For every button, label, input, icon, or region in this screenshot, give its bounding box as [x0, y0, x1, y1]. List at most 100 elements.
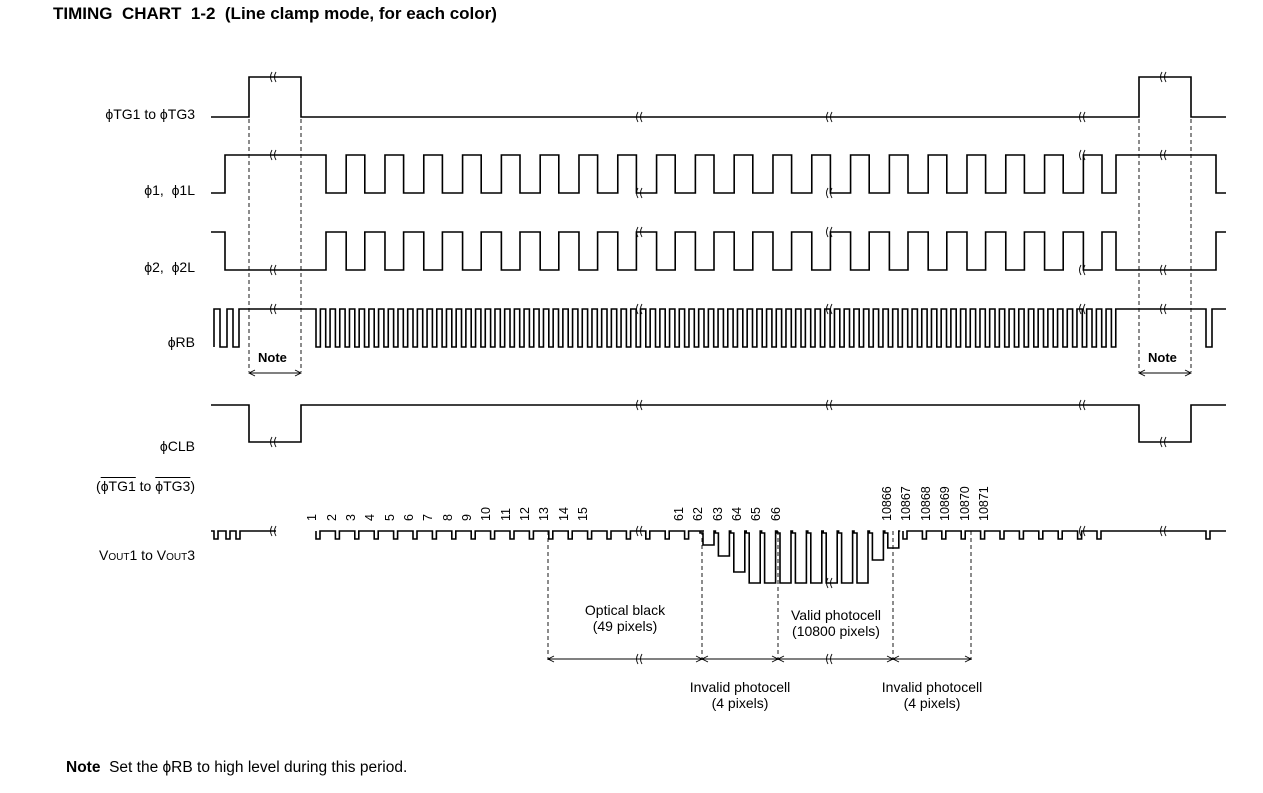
break-mark-10-a — [636, 399, 639, 411]
clb-waveform — [211, 404, 1226, 443]
rb-waveform — [213, 308, 1226, 348]
vout-waveform-start — [211, 530, 276, 540]
signal-label-phi2: ϕ2, ϕ2L — [144, 259, 195, 275]
pixel-number: 66 — [769, 507, 783, 521]
pixel-number: 62 — [691, 507, 705, 521]
pixel-number: 1 — [305, 514, 319, 521]
break-mark-19-a — [826, 653, 829, 665]
break-mark-16-b — [830, 303, 833, 315]
note-label-left: Note — [258, 350, 287, 365]
signal-label-tg: ϕTG1 to ϕTG3 — [105, 106, 195, 122]
pixel-number: 63 — [711, 507, 725, 521]
break-mark-4-b — [274, 436, 277, 448]
break-mark-21-a — [1079, 149, 1082, 161]
valid-arrow-head-left — [776, 655, 785, 663]
vout-waveform-ob — [315, 530, 704, 540]
break-mark-6-a — [636, 111, 639, 123]
break-mark-18-a — [826, 577, 829, 589]
break-mark-20-a — [1079, 111, 1082, 123]
pixel-number: 64 — [730, 507, 744, 521]
pixel-number: 14 — [557, 507, 571, 521]
break-mark-17-b — [830, 399, 833, 411]
pixel-number: 13 — [537, 507, 551, 521]
break-mark-9-a — [636, 303, 639, 315]
break-mark-16-a — [826, 303, 829, 315]
break-mark-17-a — [826, 399, 829, 411]
break-mark-7-b — [640, 187, 643, 199]
break-mark-28-b — [1164, 264, 1167, 276]
pixel-number: 65 — [749, 507, 763, 521]
pixel-number: 3 — [344, 514, 358, 521]
break-mark-29-a — [1160, 303, 1163, 315]
break-mark-25-a — [1079, 525, 1082, 537]
break-mark-25-b — [1083, 525, 1086, 537]
invalid-left-arrow-head-left — [700, 655, 709, 663]
break-mark-20-b — [1083, 111, 1086, 123]
break-mark-15-b — [830, 226, 833, 238]
note-label-right: Note — [1148, 350, 1177, 365]
pixel-number: 15 — [576, 507, 590, 521]
signal-label-vout: VOUT1 to VOUT3 — [99, 547, 195, 563]
break-mark-24-a — [1079, 399, 1082, 411]
break-mark-31-b — [1164, 525, 1167, 537]
invalid-right-arrow-head-right — [964, 655, 973, 663]
break-mark-9-b — [640, 303, 643, 315]
pixel-number: 11 — [499, 508, 513, 521]
pixel-number: 2 — [325, 514, 339, 521]
break-mark-12-b — [640, 653, 643, 665]
break-mark-30-b — [1164, 436, 1167, 448]
invalid-right-arrow-head-left — [891, 655, 900, 663]
break-mark-22-b — [1083, 264, 1086, 276]
vout-waveform-valid — [699, 530, 901, 584]
pixel-number: 10871 — [977, 486, 991, 521]
pixel-number: 4 — [363, 514, 377, 521]
break-mark-26-b — [1164, 71, 1167, 83]
break-mark-1-b — [274, 149, 277, 161]
break-mark-7-a — [636, 187, 639, 199]
pixel-number: 10869 — [938, 486, 952, 521]
pixel-number: 10866 — [880, 486, 894, 521]
break-mark-23-b — [1083, 303, 1086, 315]
break-mark-3-a — [270, 303, 273, 315]
break-mark-21-b — [1083, 149, 1086, 161]
valid-photocell-label: Valid photocell(10800 pixels) — [790, 607, 882, 639]
break-mark-3-b — [274, 303, 277, 315]
break-mark-14-a — [826, 187, 829, 199]
break-mark-8-b — [640, 226, 643, 238]
break-mark-2-b — [274, 264, 277, 276]
break-mark-8-a — [636, 226, 639, 238]
pixel-number: 6 — [402, 514, 416, 521]
break-mark-22-a — [1079, 264, 1082, 276]
break-mark-30-a — [1160, 436, 1163, 448]
break-mark-13-a — [826, 111, 829, 123]
pixel-number: 5 — [383, 514, 397, 521]
pixel-number: 10867 — [899, 486, 913, 521]
break-mark-13-b — [830, 111, 833, 123]
optical-black-arrow-head-left — [546, 655, 555, 663]
pixel-number: 61 — [672, 507, 686, 521]
break-mark-2-a — [270, 264, 273, 276]
pixel-number: 10868 — [919, 486, 933, 521]
phi2-waveform — [211, 231, 1226, 271]
phi1-waveform — [211, 154, 1226, 194]
break-mark-19-b — [830, 653, 833, 665]
vout-waveform-end — [902, 530, 1226, 540]
invalid-photocell-left-label: Invalid photocell(4 pixels) — [689, 679, 791, 711]
break-mark-0-b — [274, 71, 277, 83]
break-mark-18-b — [830, 577, 833, 589]
break-mark-11-b — [640, 525, 643, 537]
break-mark-27-a — [1160, 149, 1163, 161]
optical-black-label: Optical black(49 pixels) — [584, 602, 666, 634]
break-mark-5-b — [274, 525, 277, 537]
page-title: TIMING CHART 1-2 (Line clamp mode, for e… — [53, 4, 497, 23]
note-arrow-right-head-right — [1184, 369, 1193, 377]
break-mark-27-b — [1164, 149, 1167, 161]
break-mark-0-a — [270, 71, 273, 83]
break-mark-31-a — [1160, 525, 1163, 537]
note-arrow-left-head-left — [247, 369, 256, 377]
signal-label-phi1: ϕ1, ϕ1L — [144, 182, 195, 198]
pixel-number: 12 — [518, 507, 532, 521]
signal-label-clb: ϕCLB (ϕTG1 to ϕTG3) — [96, 438, 195, 494]
break-mark-5-a — [270, 525, 273, 537]
